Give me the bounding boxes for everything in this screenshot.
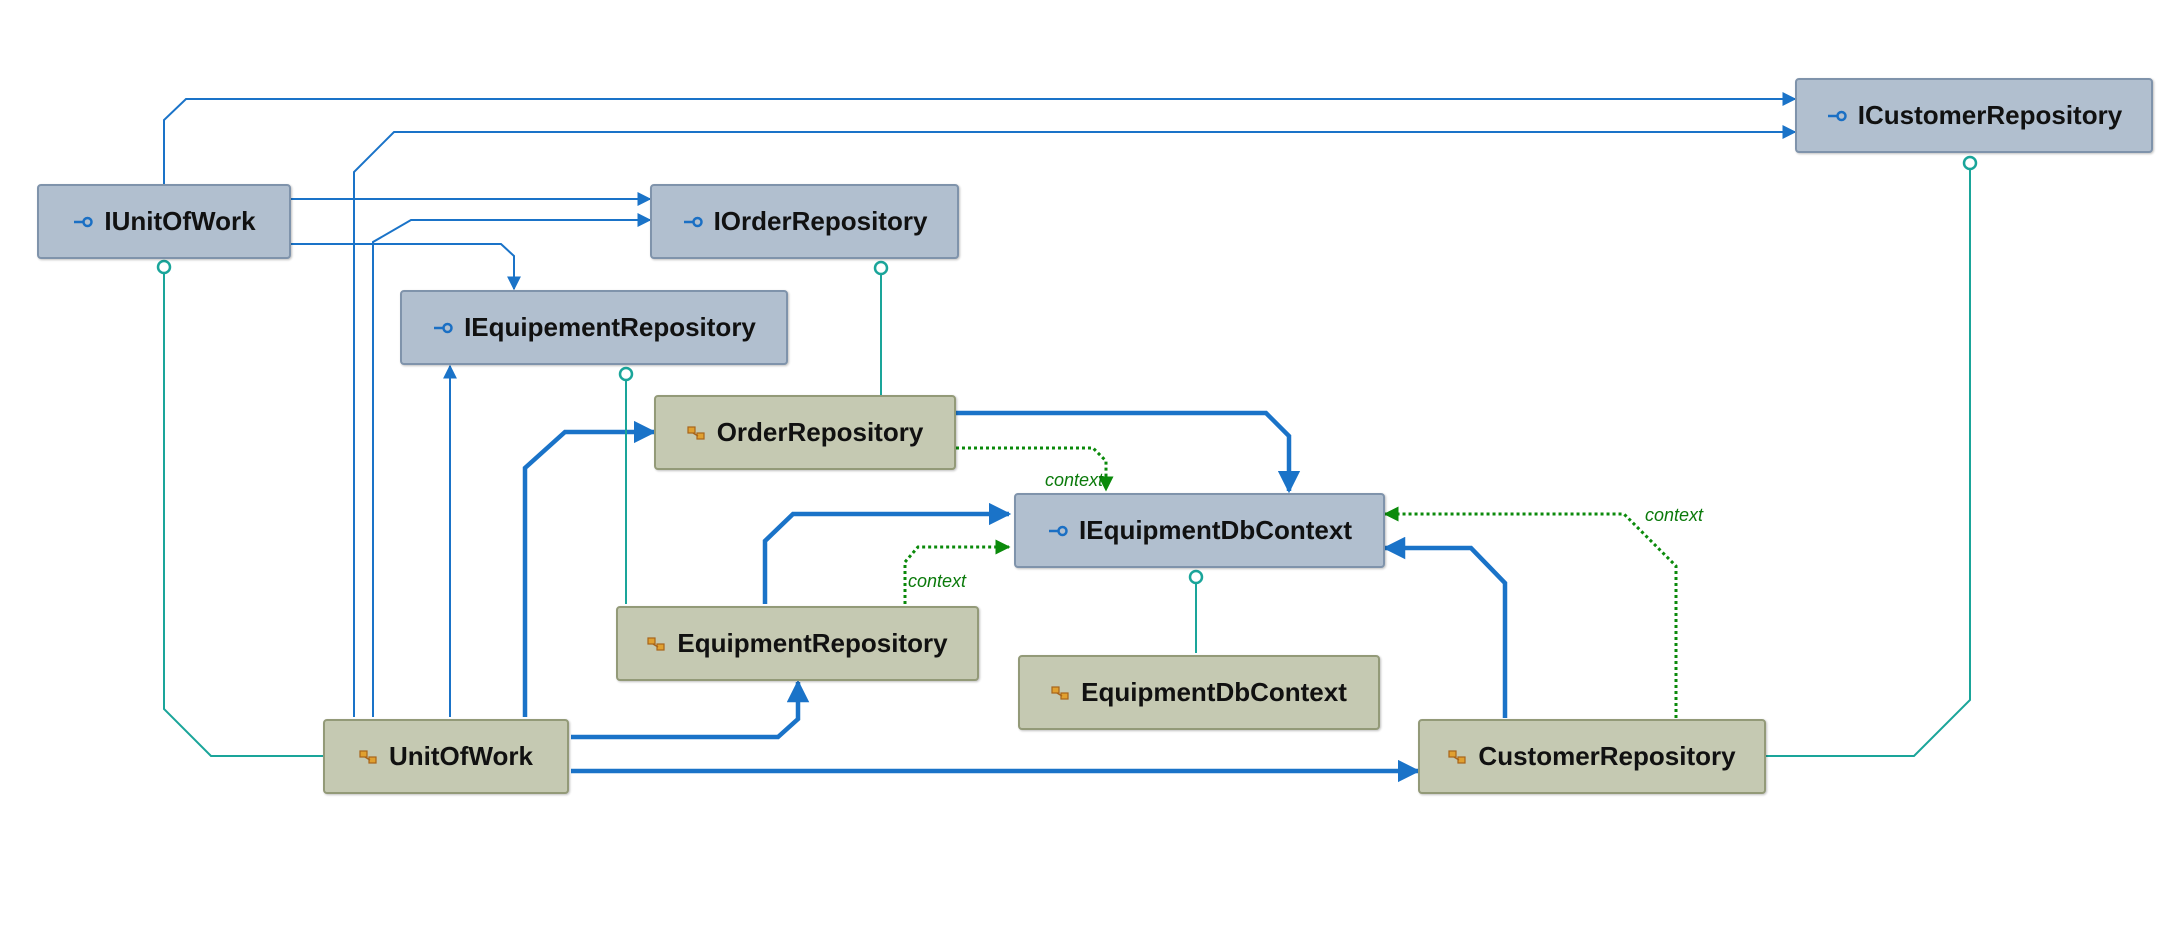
node-iequipmentdbcontext[interactable]: IEquipmentDbContext [1014, 493, 1385, 568]
node-label: ICustomerRepository [1857, 100, 2123, 130]
context-label-equipment: context [908, 571, 967, 591]
node-icustomerrepository[interactable]: ICustomerRepository [1795, 78, 2153, 153]
class-icon [359, 748, 379, 766]
node-orderrepository[interactable]: OrderRepository [654, 395, 956, 470]
context-edge-equipmentrepository [903, 539, 1011, 604]
context-edge-customerrepository [1383, 506, 1678, 718]
edge-unitofwork-iorderrepository [372, 213, 652, 717]
node-label: OrderRepository [716, 417, 924, 447]
iorderrepository-lollipop [873, 260, 889, 276]
node-label: CustomerRepository [1478, 741, 1736, 771]
class-icon [687, 424, 707, 442]
edge-equipmentrepository-iequipmentdbcontext [762, 502, 1012, 604]
edge-unitofwork-equipmentrepository [571, 679, 810, 740]
iequipementrepository-lollipop [618, 366, 634, 382]
icustomerrepository-lollipop [1962, 155, 1978, 171]
interface-icon [1826, 109, 1848, 123]
node-label: EquipmentRepository [677, 628, 948, 658]
context-edge-orderrepository [956, 446, 1114, 492]
implements-unitofwork-iunitofwork [163, 265, 323, 757]
edge-unitofwork-icustomerrepository [353, 125, 1797, 717]
node-iunitofwork[interactable]: IUnitOfWork [37, 184, 291, 259]
node-label: IUnitOfWork [104, 206, 256, 236]
context-label-customer: context [1645, 505, 1704, 525]
edge-iunitofwork-iequipementrepository [291, 243, 521, 291]
iunitofwork-lollipop [156, 259, 172, 275]
iequipmentdbcontext-lollipop [1188, 569, 1204, 585]
node-label: IOrderRepository [713, 206, 928, 236]
edge-unitofwork-orderrepository [522, 420, 657, 717]
interface-icon [682, 215, 704, 229]
interface-icon [72, 215, 94, 229]
node-equipmentdbcontext[interactable]: EquipmentDbContext [1018, 655, 1380, 730]
node-iequipementrepository[interactable]: IEquipementRepository [400, 290, 788, 365]
class-icon [1448, 748, 1468, 766]
node-equipmentrepository[interactable]: EquipmentRepository [616, 606, 979, 681]
implements-customerrepository-icustomerrepository [1763, 165, 1971, 757]
node-label: IEquipementRepository [464, 312, 756, 342]
node-label: IEquipmentDbContext [1079, 515, 1352, 545]
edge-iunitofwork-icustomerrepository [163, 92, 1797, 184]
class-icon [647, 635, 667, 653]
node-iorderrepository[interactable]: IOrderRepository [650, 184, 959, 259]
context-label-order: context [1045, 470, 1104, 490]
node-customerrepository[interactable]: CustomerRepository [1418, 719, 1766, 794]
edge-customerrepository-iequipmentdbcontext [1382, 536, 1508, 718]
class-icon [1051, 684, 1071, 702]
node-label: UnitOfWork [389, 741, 533, 771]
node-label: EquipmentDbContext [1081, 677, 1347, 707]
edge-orderrepository-iequipmentdbcontext [956, 410, 1301, 494]
node-unitofwork[interactable]: UnitOfWork [323, 719, 569, 794]
interface-icon [432, 321, 454, 335]
interface-icon [1047, 524, 1069, 538]
